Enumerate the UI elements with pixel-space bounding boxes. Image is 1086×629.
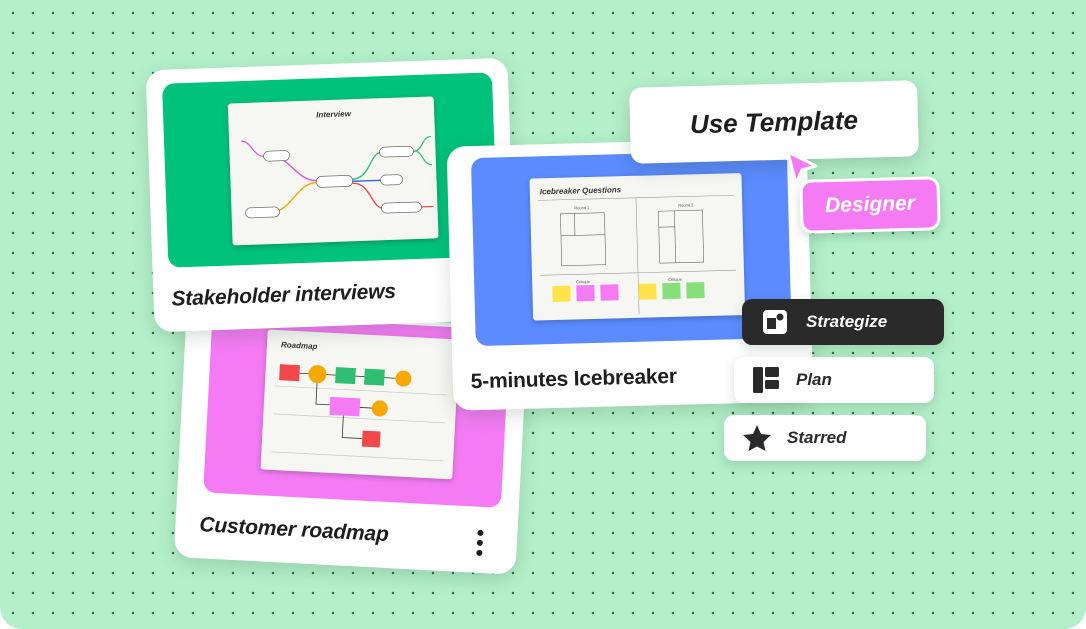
roadmap-thumbnail: Roadmap (260, 329, 460, 480)
template-card-icebreaker[interactable]: Icebreaker Questions Round 1 Round 2 Cri… (446, 137, 814, 411)
card-title: Customer roadmap (198, 513, 390, 547)
template-card-customer-roadmap[interactable]: Roadmap (173, 309, 529, 575)
card-preview: Interview (162, 72, 499, 268)
plan-icon (753, 367, 779, 393)
roadmap-flow-diagram (271, 364, 447, 462)
card-preview: Icebreaker Questions Round 1 Round 2 Cri… (470, 149, 792, 347)
cursor-icon (786, 150, 818, 186)
card-preview: Roadmap (203, 314, 511, 508)
more-options-icon[interactable] (474, 529, 485, 557)
collaborator-tag: Designer (799, 176, 941, 234)
template-card-stakeholder-interviews[interactable]: Interview (145, 57, 517, 333)
card-title: 5-minutes Icebreaker (470, 364, 678, 394)
category-item-strategize[interactable]: Strategize (742, 299, 944, 345)
category-label: Plan (796, 370, 832, 389)
category-label: Starred (787, 428, 847, 447)
category-item-plan[interactable]: Plan (734, 357, 934, 403)
icebreaker-thumbnail: Icebreaker Questions Round 1 Round 2 Cri… (529, 173, 746, 321)
star-icon (743, 425, 771, 451)
use-template-label: Use Template (689, 104, 859, 139)
interview-thumbnail: Interview (227, 96, 439, 246)
category-item-starred[interactable]: Starred (724, 415, 926, 461)
use-template-button[interactable]: Use Template (629, 80, 919, 164)
category-label: Strategize (806, 312, 888, 331)
collaborator-name: Designer (824, 191, 916, 218)
card-title: Stakeholder interviews (171, 279, 397, 311)
strategize-icon (763, 310, 787, 334)
icebreaker-grid (538, 194, 736, 314)
mind-map-diagram (240, 135, 434, 219)
